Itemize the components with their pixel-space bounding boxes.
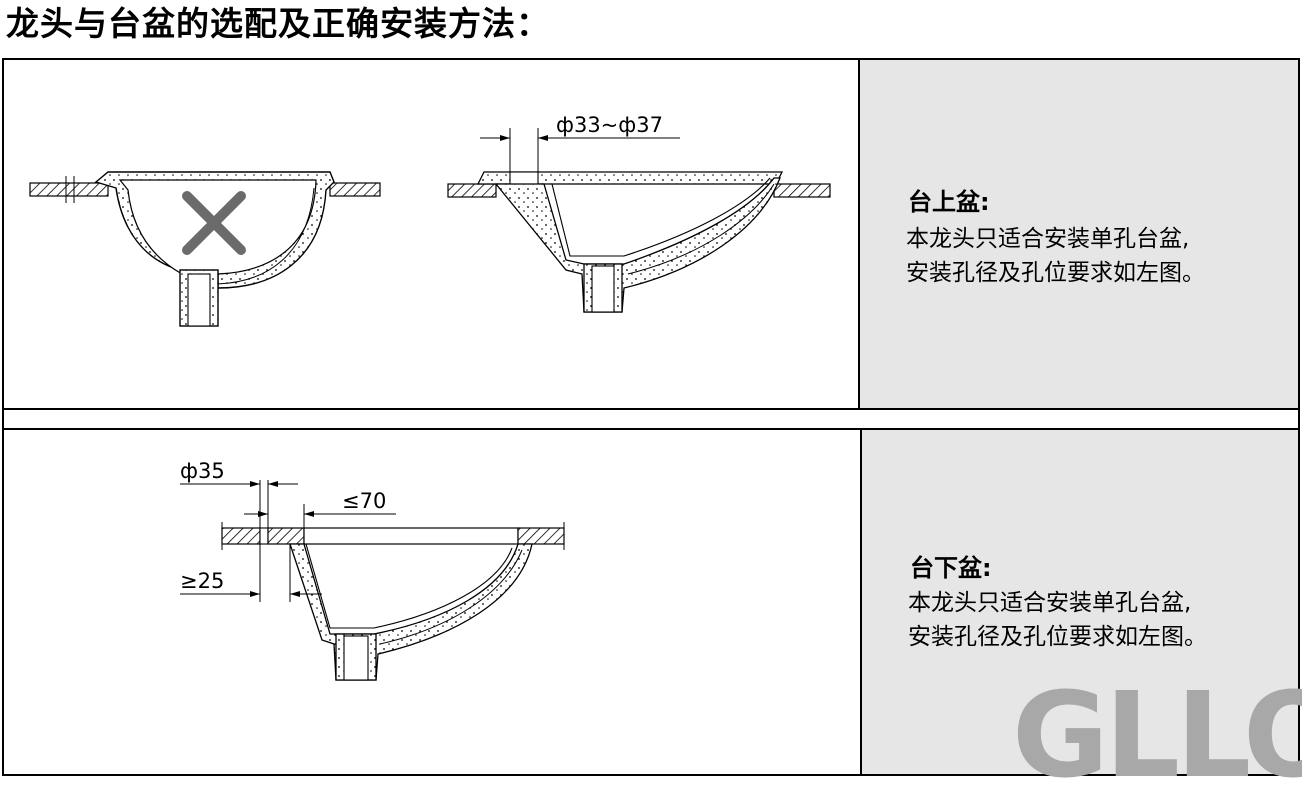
wrong-basin-diagram	[29, 171, 381, 327]
top-info-heading: 台上盆:	[908, 188, 990, 216]
countertop-basin-diagram: ф33~ф37	[447, 113, 831, 313]
brand-logo: GLLO	[1012, 666, 1302, 804]
cross-mark-icon	[182, 191, 246, 255]
bottom-info-text: 本龙头只适合安装单孔台盆, 安装孔径及孔位要求如左图。	[908, 586, 1207, 654]
undermount-basin-diagram: ф35 ≤70 ≥25	[180, 459, 565, 681]
hole-diameter-label: ф35	[180, 459, 225, 483]
top-dimension-label: ф33~ф37	[556, 113, 663, 137]
top-diagrams: ф33~ф37	[29, 113, 831, 327]
bottom-info-box: 台下盆: 本龙头只适合安装单孔台盆, 安装孔径及孔位要求如左图。	[860, 430, 1298, 774]
top-panel: ф33~ф37 台上盆: 本龙头只适合安装单孔台盆, 安装孔径及孔位要求如左图。	[2, 58, 1300, 410]
bottom-info-heading: 台下盆:	[910, 554, 992, 582]
panel-separator	[2, 410, 1300, 428]
bottom-panel: ф35 ≤70 ≥25 台下盆: 本龙头只适合安装单孔台盆, 安装孔径及孔位要求…	[2, 428, 1300, 776]
max-distance-label: ≤70	[342, 489, 386, 513]
bottom-info-line-1: 本龙头只适合安装单孔台盆,	[908, 590, 1192, 616]
page-title: 龙头与台盆的选配及正确安装方法：	[6, 4, 550, 43]
bottom-info-line-2: 安装孔径及孔位要求如左图。	[908, 624, 1207, 650]
top-info-text: 本龙头只适合安装单孔台盆, 安装孔径及孔位要求如左图。	[906, 222, 1205, 290]
top-info-box: 台上盆: 本龙头只适合安装单孔台盆, 安装孔径及孔位要求如左图。	[858, 60, 1298, 408]
top-info-line-2: 安装孔径及孔位要求如左图。	[906, 260, 1205, 286]
min-distance-label: ≥25	[180, 569, 224, 593]
top-info-line-1: 本龙头只适合安装单孔台盆,	[906, 226, 1190, 252]
